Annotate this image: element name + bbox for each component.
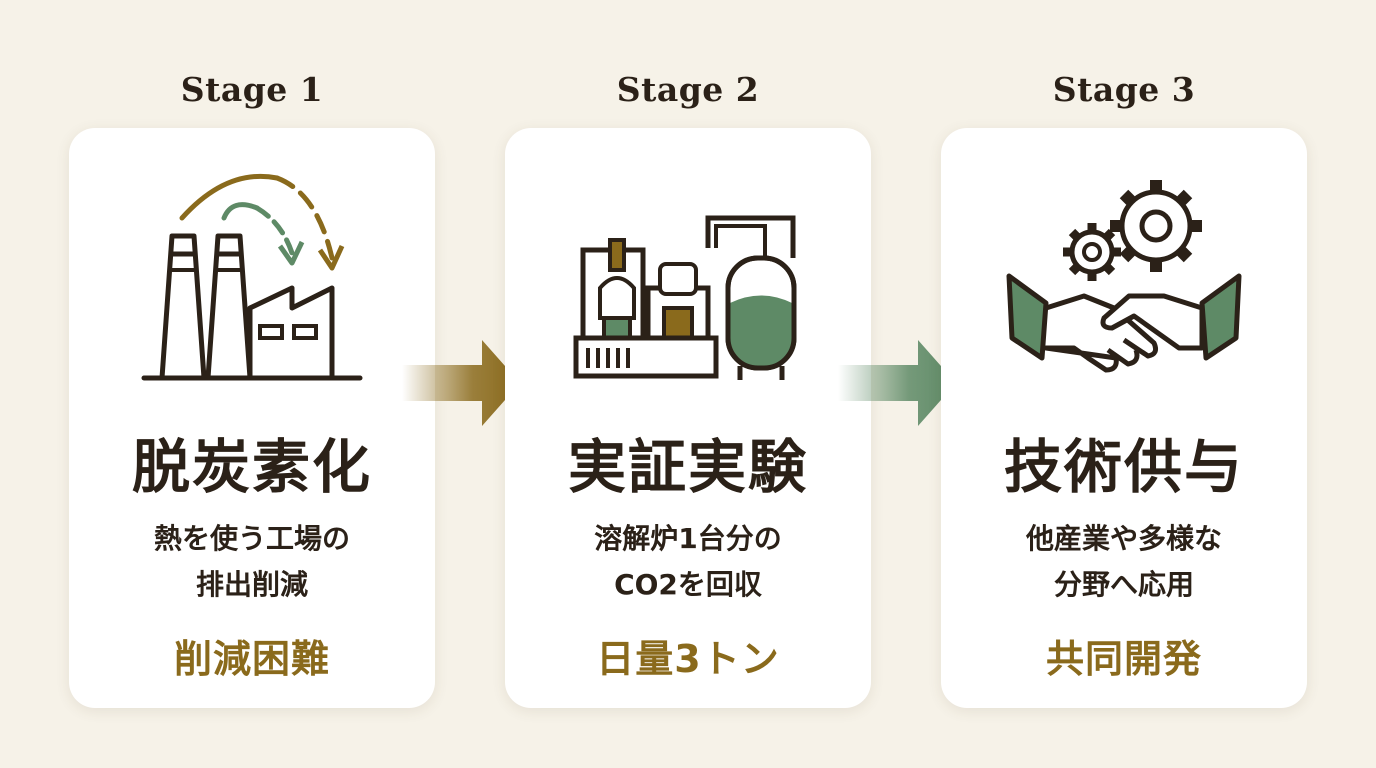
stage-2-desc-line-1: 溶解炉1台分の <box>594 522 782 555</box>
stage-2-title: 実証実験 <box>567 433 808 501</box>
stage-3-label: Stage 3 <box>1052 70 1196 109</box>
stage-1-description: 熱を使う工場の 排出削減 <box>89 516 415 608</box>
stage-1-title: 脱炭素化 <box>131 433 372 501</box>
stage-2-description: 溶解炉1台分の CO2を回収 <box>525 516 851 608</box>
stage-3-description: 他産業や多様な 分野へ応用 <box>961 516 1287 608</box>
arrow-right-icon <box>838 340 956 426</box>
stage-1-desc-line-2: 排出削減 <box>195 568 308 601</box>
stage-3-desc-line-2: 分野へ応用 <box>1053 568 1194 601</box>
stage-3-tag: 共同開発 <box>1045 637 1202 681</box>
stage-3-card: 技術供与 他産業や多様な 分野へ応用 共同開発 <box>941 128 1307 708</box>
stage-2-tag: 日量3トン <box>596 637 780 681</box>
arrow-right-icon <box>402 340 520 426</box>
stage-3-desc-line-1: 他産業や多様な <box>1025 522 1222 555</box>
stage-2-card: 実証実験 溶解炉1台分の CO2を回収 日量3トン <box>505 128 871 708</box>
stage-3-title: 技術供与 <box>1003 433 1244 501</box>
stage-1-card: 脱炭素化 熱を使う工場の 排出削減 削減困難 <box>69 128 435 708</box>
handshake-gears-icon <box>1006 180 1242 373</box>
stage-1-tag: 削減困難 <box>173 637 330 681</box>
stage-2-desc-line-2: CO2を回収 <box>614 568 762 601</box>
chemical-plant-icon <box>573 215 797 380</box>
factory-co2-recycle-icon <box>141 173 363 381</box>
stage-1-label: Stage 1 <box>180 70 324 109</box>
stage-2-label: Stage 2 <box>616 70 760 109</box>
stage-1-desc-line-1: 熱を使う工場の <box>153 522 350 555</box>
